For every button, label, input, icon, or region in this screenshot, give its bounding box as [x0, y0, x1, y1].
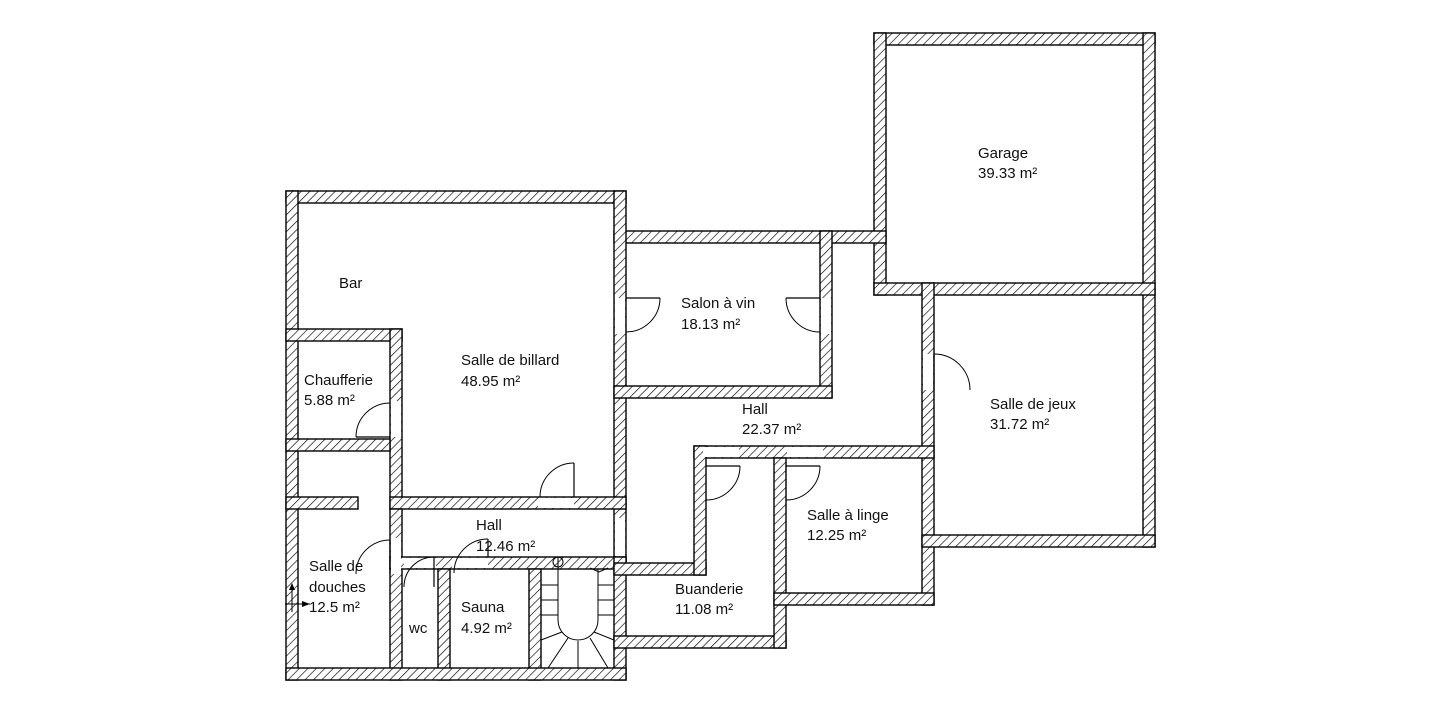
- door-linge: [785, 465, 821, 501]
- wall-outer-bottom: [285, 667, 627, 681]
- label-linge-name: Salle à linge: [807, 507, 889, 524]
- door-sauna: [453, 538, 489, 574]
- label-garage-area: 39.33 m²: [978, 165, 1037, 182]
- wall-buanderie-step-left: [693, 445, 707, 576]
- label-douches-area: 12.5 m²: [309, 599, 360, 616]
- label-bar-name: Bar: [339, 275, 362, 292]
- door-openings: [391, 298, 933, 574]
- door-buanderie: [705, 465, 741, 501]
- door-jeux: [933, 353, 971, 391]
- label-buanderie-name: Buanderie: [675, 581, 743, 598]
- door-wc: [403, 556, 435, 588]
- label-hall-main-name: Hall: [742, 401, 768, 418]
- label-salon-name: Salon à vin: [681, 295, 755, 312]
- door-billard: [539, 462, 575, 498]
- label-salon-area: 18.13 m²: [681, 316, 740, 333]
- label-jeux-name: Salle de jeux: [990, 396, 1076, 413]
- door-salon-right: [785, 297, 821, 333]
- wall-buanderie-bottom: [613, 635, 787, 649]
- wall-salon-bottom: [613, 385, 833, 399]
- wall-chaufferie-bottom: [285, 438, 391, 452]
- wall-linge-bottom: [773, 592, 935, 606]
- label-douches-name-2: douches: [309, 579, 366, 596]
- label-hall-small-name: Hall: [476, 517, 502, 534]
- door-swings: [355, 297, 971, 588]
- room-labels: Garage 39.33 m² Bar Salon à vin 18.13 m²…: [304, 145, 1076, 637]
- label-sauna-name: Sauna: [461, 599, 505, 616]
- label-garage-name: Garage: [978, 145, 1028, 162]
- door-salon-left: [625, 297, 661, 333]
- wall-douches-stub: [285, 496, 359, 510]
- wall-sauna-right: [528, 568, 542, 681]
- door-douches: [355, 539, 391, 575]
- wall-garage-top: [873, 32, 1156, 46]
- label-jeux-area: 31.72 m²: [990, 416, 1049, 433]
- wall-jeux-left: [921, 282, 935, 606]
- door-chaufferie: [355, 402, 391, 438]
- wall-wc-sauna: [437, 568, 451, 681]
- wall-buanderie-step-top: [613, 562, 707, 576]
- label-sauna-area: 4.92 m²: [461, 620, 512, 637]
- reference-marker-icon: [285, 583, 310, 612]
- wall-bar-top: [285, 190, 627, 204]
- wall-garage-left: [873, 32, 887, 296]
- wall-buanderie-right: [773, 457, 787, 649]
- label-hall-main-area: 22.37 m²: [742, 421, 801, 438]
- wall-garage-bottom: [873, 282, 1156, 296]
- wall-chaufferie-top: [285, 328, 403, 342]
- wall-jeux-bottom: [921, 534, 1156, 548]
- wall-douches-right: [389, 508, 403, 681]
- label-chaufferie-name: Chaufferie: [304, 372, 373, 389]
- label-buanderie-area: 11.08 m²: [675, 601, 733, 618]
- label-hall-small-area: 12.46 m²: [476, 538, 535, 555]
- staircase: [540, 556, 615, 669]
- wall-connector-top: [613, 230, 887, 244]
- label-chaufferie-area: 5.88 m²: [304, 392, 355, 409]
- label-billard-name: Salle de billard: [461, 352, 559, 369]
- wall-billard-bottom: [389, 496, 627, 510]
- label-billard-area: 48.95 m²: [461, 373, 520, 390]
- label-linge-area: 12.25 m²: [807, 527, 866, 544]
- label-wc-name: wc: [408, 620, 428, 637]
- label-douches-name-1: Salle de: [309, 558, 363, 575]
